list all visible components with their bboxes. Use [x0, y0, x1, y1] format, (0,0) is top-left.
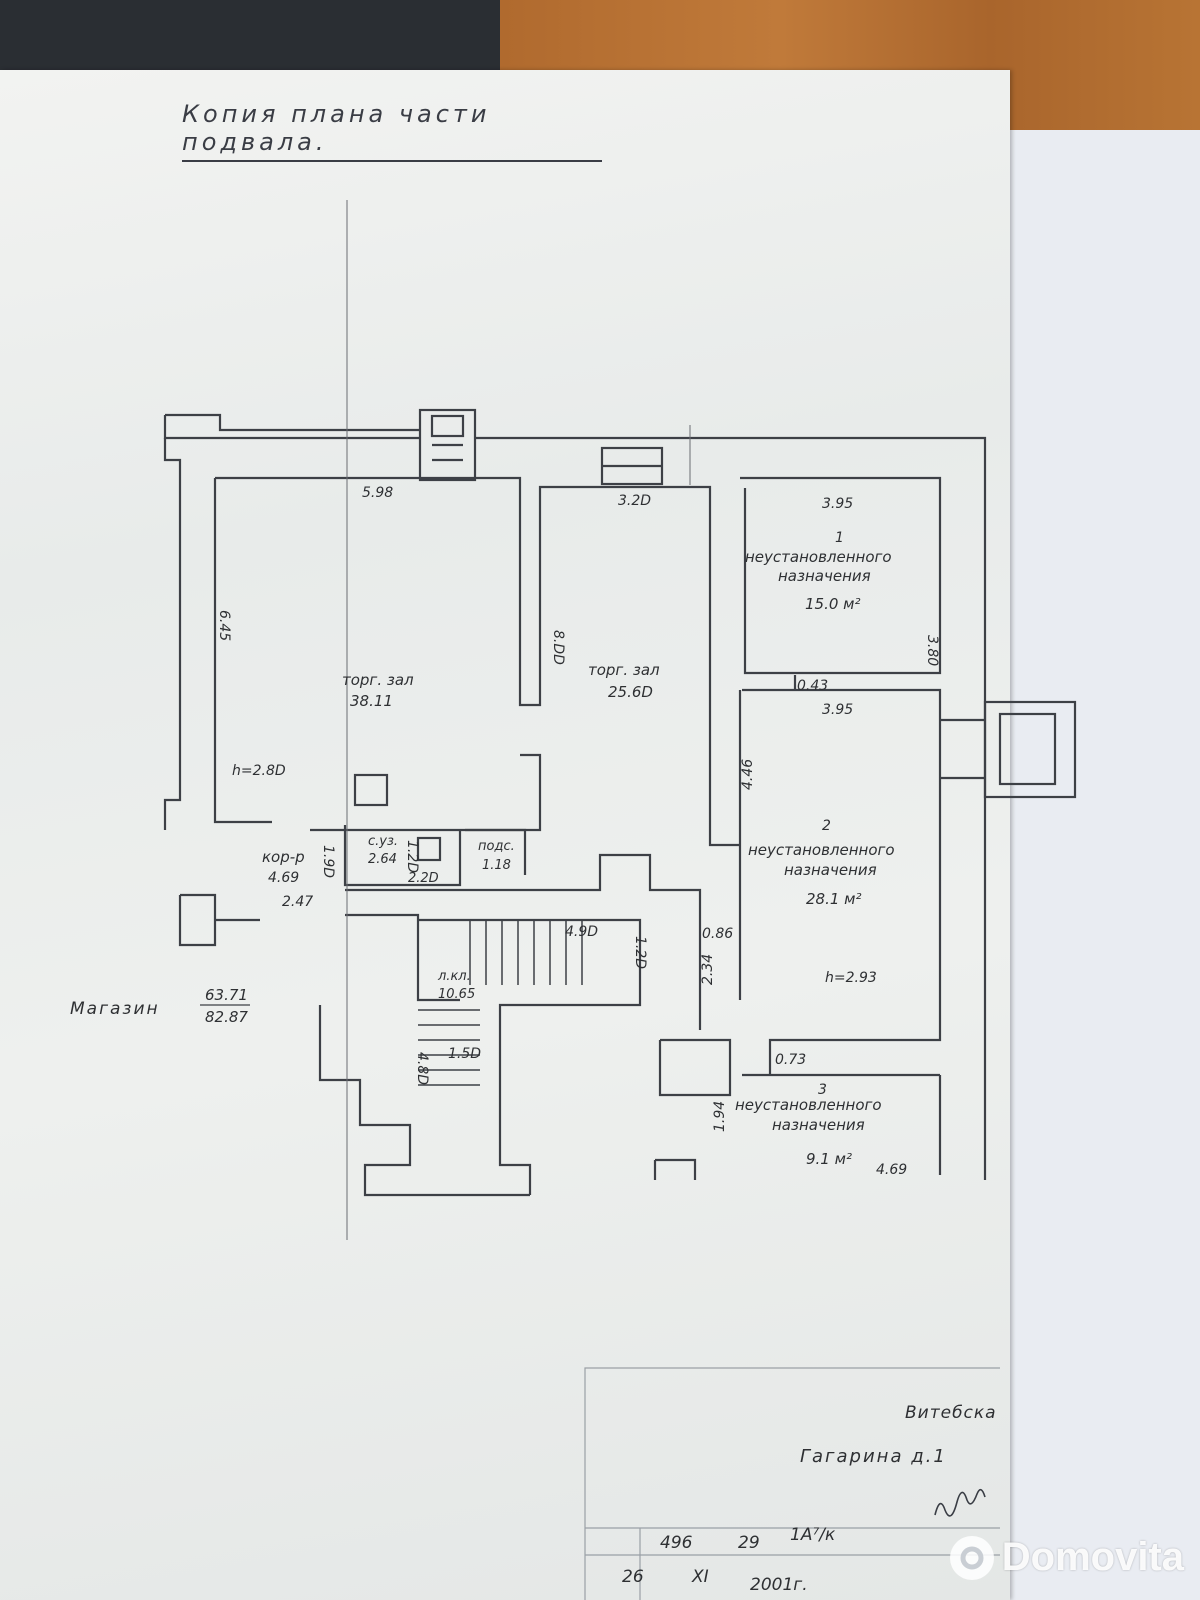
room-number-3: 3	[818, 1082, 827, 1098]
dim-4-80: 4.8D	[414, 1052, 430, 1085]
dim-8-00: 8.DD	[550, 630, 566, 665]
dim-1-94: 1.94	[712, 1101, 728, 1132]
dim-h-2-93: h=2.93	[825, 970, 877, 986]
room-name-3-line2: назначения	[772, 1116, 865, 1134]
room-area-wc: 2.64	[368, 852, 397, 867]
dim-3-95-top: 3.95	[822, 496, 853, 512]
dim-2-34: 2.34	[700, 954, 716, 985]
room-area-3: 9.1 м²	[806, 1150, 852, 1168]
signature-mark	[934, 1488, 986, 1517]
room-name-3-line1: неустановленного	[735, 1096, 882, 1114]
room-area-trade-hall-1: 38.11	[350, 692, 393, 710]
domovita-watermark: Domovita	[949, 1535, 1184, 1580]
dim-2-47: 2.47	[282, 894, 313, 910]
shop-area-bottom: 82.87	[205, 1008, 248, 1026]
dim-2-20: 2.2D	[408, 871, 439, 886]
room-area-stairs: 10.65	[438, 987, 475, 1002]
room-label-corridor: кор-р	[262, 848, 305, 866]
dim-3-80: 3.80	[924, 635, 940, 666]
room-name-1-line2: назначения	[778, 567, 871, 585]
room-name-2-line2: назначения	[784, 861, 877, 879]
dim-1-90: 1.9D	[320, 845, 336, 878]
room-label-pods: подс.	[478, 839, 515, 854]
room-area-2: 28.1 м²	[806, 890, 862, 908]
domovita-logo-icon	[949, 1535, 994, 1580]
stamp-month: XI	[691, 1567, 709, 1587]
stamp-num1: 496	[660, 1533, 693, 1553]
room-label-wc: с.уз.	[368, 834, 398, 849]
room-label-stairs: л.кл.	[437, 969, 471, 984]
dim-3-20: 3.2D	[618, 493, 651, 509]
stamp-address: Гагарина д.1	[800, 1446, 947, 1467]
dim-3-95-mid: 3.95	[822, 702, 853, 718]
dim-0-43: 0.43	[797, 678, 828, 694]
room-name-2-line1: неустановленного	[748, 841, 895, 859]
room-name-1-line1: неустановленного	[745, 548, 892, 566]
dim-5-98: 5.98	[362, 485, 393, 501]
watermark-brand: Domovita	[1001, 1535, 1184, 1579]
room-area-trade-hall-2: 25.6D	[608, 683, 653, 701]
stamp-num2: 29	[738, 1533, 760, 1553]
plan-title: Копия плана части подвала.	[182, 100, 602, 162]
shop-label: Магазин	[70, 999, 160, 1019]
dimension-labels: 5.98 3.2D 3.95 3.80 6.45 8.DD 0.43 3.95 …	[216, 485, 940, 1178]
dim-0-73: 0.73	[775, 1052, 806, 1068]
stamp-code: 1А⁷/к	[790, 1525, 836, 1545]
title-block-text: Витебска Гагарина д.1 496 29 1А⁷/к 26 XI…	[622, 1403, 997, 1595]
room-label-trade-hall-2: торг. зал	[588, 661, 660, 679]
stamp-year: 2001г.	[750, 1575, 808, 1595]
room-number-2: 2	[822, 818, 831, 834]
room-labels: торг. зал 38.11 торг. зал 25.6D 1 неуста…	[262, 530, 895, 1168]
shop-area-top: 63.71	[205, 986, 248, 1004]
title-block	[584, 1367, 1000, 1600]
dim-h-2-80: h=2.8D	[232, 763, 286, 779]
stamp-city: Витебска	[905, 1403, 997, 1423]
room-label-trade-hall-1: торг. зал	[342, 671, 414, 689]
paper-sheet	[0, 70, 1010, 1600]
dim-4-90: 4.9D	[565, 924, 598, 940]
room-area-pods: 1.18	[482, 858, 511, 873]
dim-1-20-wc: 1.2D	[404, 840, 420, 873]
dim-6-45: 6.45	[216, 610, 232, 641]
dim-4-69: 4.69	[876, 1162, 907, 1178]
room-area-corridor: 4.69	[268, 870, 299, 886]
dim-1-20-stair: 1.2D	[632, 936, 648, 969]
room-number-1: 1	[835, 530, 844, 546]
room-area-1: 15.0 м²	[805, 595, 861, 613]
plan-walls	[163, 200, 1077, 1240]
stamp-day: 26	[622, 1567, 644, 1587]
dim-4-46: 4.46	[740, 759, 756, 790]
dim-0-86: 0.86	[702, 926, 733, 942]
dim-1-50: 1.5D	[448, 1046, 481, 1062]
shop-summary: Магазин 63.71 82.87	[70, 986, 250, 1026]
